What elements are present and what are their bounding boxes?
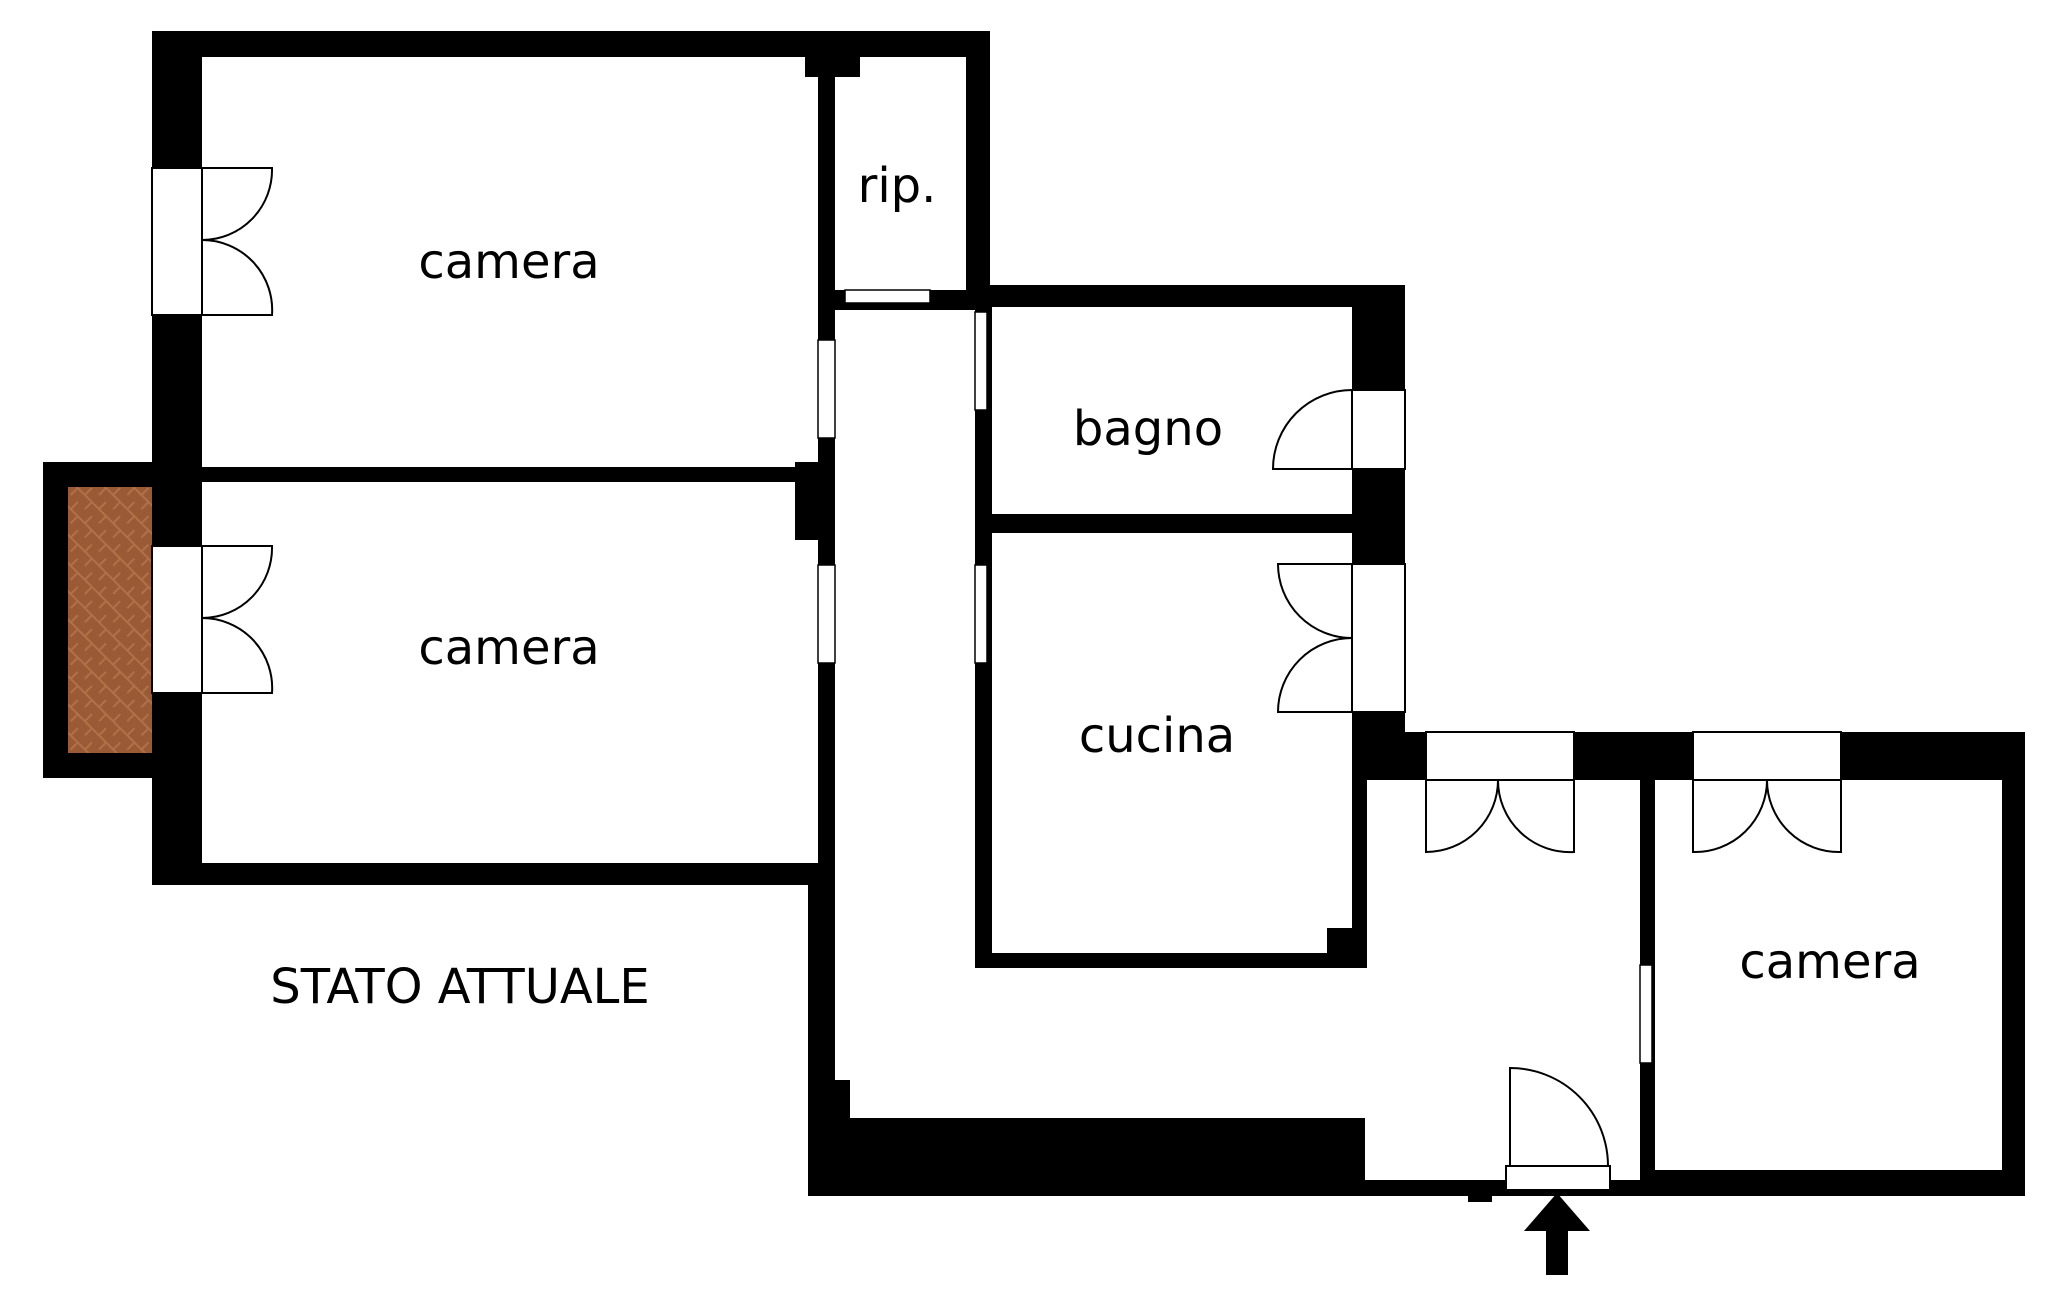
door-swing-bagno — [1271, 389, 1353, 470]
floor-bagno — [992, 307, 1352, 514]
door-swing-camera-top-1 — [201, 167, 274, 241]
floor-hall-right — [1365, 780, 1640, 1180]
opening-camera-middle — [817, 564, 836, 664]
door-swing-camera-middle-1 — [201, 545, 274, 619]
opening-rip — [844, 289, 931, 304]
window-cucina — [1351, 563, 1406, 713]
room-label-bagno: bagno — [1073, 401, 1223, 457]
wall-rip-nub — [805, 57, 860, 77]
floor-camera-middle — [202, 482, 818, 863]
entrance-opening — [1505, 1165, 1611, 1191]
door-swing-cucina-2 — [1276, 637, 1353, 713]
room-label-camera-middle: camera — [418, 620, 599, 676]
window-camera-right — [1692, 731, 1842, 781]
window-camera-middle — [151, 545, 203, 694]
door-swing-camera-middle-2 — [201, 616, 274, 694]
window-camera-top — [151, 167, 203, 316]
room-label-camera-top: camera — [418, 234, 599, 290]
wall-camera-corridor — [818, 57, 835, 863]
window-hall — [1425, 731, 1575, 781]
wall-corner-nub — [795, 462, 818, 540]
door-openings — [817, 289, 1653, 1064]
floor-camera-top — [202, 57, 818, 467]
wall-hall-nub — [835, 1080, 850, 1118]
door-swings — [201, 167, 1842, 1167]
balcony-terrace — [68, 487, 152, 753]
floor-camera-right — [1655, 780, 2002, 1170]
windows — [151, 167, 1842, 1191]
opening-camera-right — [1639, 964, 1653, 1064]
room-label-ripostiglio: rip. — [858, 158, 937, 214]
door-swing-entrance — [1509, 1066, 1609, 1167]
door-swing-camera-top-2 — [201, 238, 274, 316]
plan-title: STATO ATTUALE — [270, 959, 649, 1015]
opening-cucina — [974, 564, 988, 664]
door-swing-camera-right-2 — [1766, 779, 1842, 854]
opening-camera-top — [817, 339, 836, 439]
door-swing-hall-1 — [1425, 779, 1499, 854]
floor-hall-upper-left — [1365, 780, 1375, 965]
wall-between-cameras — [202, 467, 818, 482]
room-label-cucina: cucina — [1079, 708, 1235, 764]
door-swing-hall-2 — [1496, 779, 1575, 854]
wall-bagno-cucina — [992, 514, 1352, 533]
floor-rip — [835, 57, 966, 290]
door-swing-camera-right-1 — [1692, 779, 1768, 854]
up-arrow-icon — [1524, 1193, 1590, 1275]
window-bagno — [1351, 389, 1406, 470]
wall-cucina-nub — [1327, 928, 1352, 953]
wall-cucina-bottom — [975, 953, 1365, 968]
door-swing-cucina-1 — [1276, 563, 1353, 639]
floor-cucina — [992, 533, 1352, 953]
opening-bagno — [974, 311, 988, 411]
room-label-camera-right: camera — [1739, 934, 1920, 990]
